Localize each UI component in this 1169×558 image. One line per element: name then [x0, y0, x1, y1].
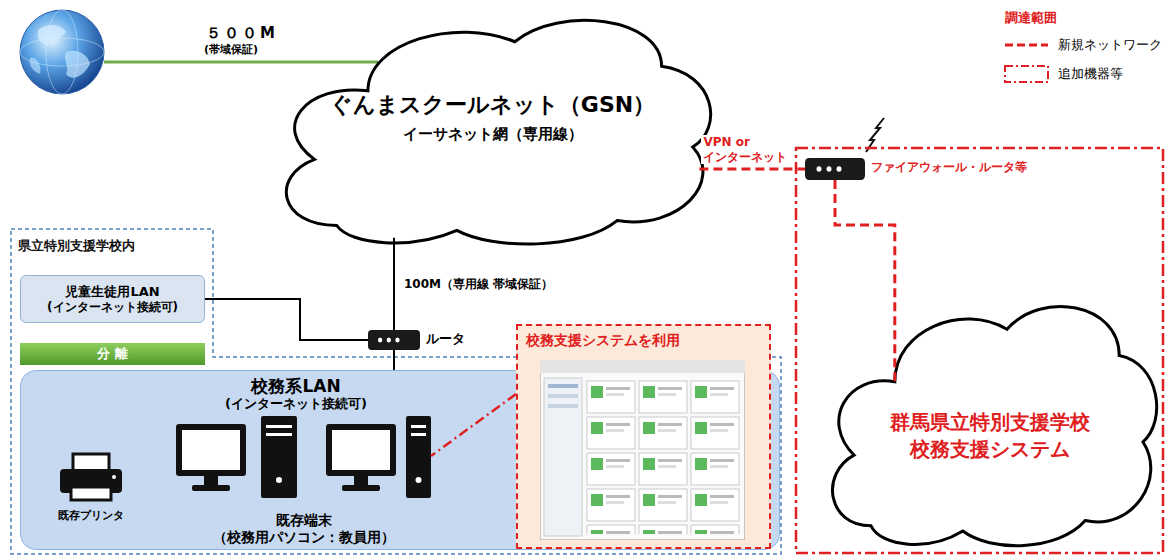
firewall-device: ファイアウォール・ルータ等	[805, 158, 865, 180]
text-holder: 新規ネットワーク	[1058, 37, 1162, 53]
separation-band: 分 離	[20, 343, 205, 365]
connector-line	[835, 180, 895, 384]
system-cloud: 群馬県立特別支援学校 校務支援システム	[820, 290, 1160, 552]
text-holder: 調達範囲	[1005, 10, 1057, 26]
shape-art	[540, 360, 745, 540]
pc-terminals: 既存端末（校務用パソコン：教員用）	[176, 416, 431, 551]
text-holder: 追加機器等	[1058, 66, 1123, 82]
lan-label: (インターネット接続可)	[196, 396, 396, 412]
lan-label: 児童生徒用LAN	[65, 284, 159, 300]
callout-box: 校務支援システムを利用	[516, 324, 771, 549]
note-label: 調達範囲	[1005, 10, 1057, 26]
lan-label: (インターネット接続可)	[47, 300, 178, 314]
edge-label: VPN or インターネット	[701, 135, 793, 164]
legend-line-sample	[1005, 44, 1048, 47]
school-region: 県立特別支援学校内児童生徒用LAN(インターネット接続可)分 離ルータ校務系LA…	[10, 228, 782, 555]
device-caption: 既存端末	[276, 512, 332, 529]
note-label: (帯域保証)	[204, 43, 258, 56]
note-label: ５００M	[206, 24, 278, 42]
legend-bracket-sample	[1005, 66, 1048, 82]
edge-label: 100M（専用線 帯域保証）	[402, 277, 555, 291]
network-subtitle: イーサネット網（専用線）	[403, 125, 583, 143]
legend-text: 追加機器等	[1058, 66, 1123, 82]
shape-art	[176, 416, 431, 504]
connector-line	[431, 394, 516, 456]
shape-art	[368, 330, 420, 350]
connector-line	[205, 299, 368, 340]
network-cloud: ぐんまスクールネット（GSN） イーサネット網（専用線）	[270, 5, 715, 250]
connector-line	[393, 350, 395, 370]
internet-link-line	[104, 61, 378, 64]
network-name: ぐんまスクールネット（GSN）	[330, 92, 655, 118]
device-label: ファイアウォール・ルータ等	[871, 160, 1027, 174]
shape-art	[56, 451, 126, 503]
callout-title: 校務支援システムを利用	[526, 332, 761, 349]
text-holder: 100M（専用線 帯域保証）	[402, 277, 555, 291]
lan-box: 児童生徒用LAN(インターネット接続可)	[20, 275, 205, 323]
region-label: 県立特別支援学校内	[18, 238, 135, 254]
connector-line	[699, 168, 805, 171]
text-holder: (帯域保証)	[204, 43, 258, 56]
procurement-region	[796, 148, 1163, 553]
device-caption: 既存プリンタ	[58, 509, 124, 522]
device-caption: （校務用パソコン：教員用）	[213, 529, 395, 546]
device-label: ルータ	[426, 331, 465, 347]
globe-icon	[20, 10, 104, 94]
text-holder: ルータ	[426, 331, 465, 347]
band-label: 分 離	[97, 346, 128, 362]
legend-text: 新規ネットワーク	[1058, 37, 1162, 53]
router-device: ルータ	[368, 330, 420, 350]
text-holder: VPN or インターネット	[701, 135, 793, 164]
system-name: 群馬県立特別支援学校 校務支援システム	[884, 409, 1096, 463]
connector-line	[393, 238, 395, 330]
lan-panel: 校務系LAN(インターネット接続可) 既存プリンタ 既存端末（校務用パソコン：教員用…	[20, 370, 780, 550]
shape-art	[805, 158, 865, 180]
text-holder: 校務系LAN(インターネット接続可)	[196, 376, 396, 412]
text-holder: ５００M	[206, 24, 278, 42]
printer-icon: 既存プリンタ	[46, 451, 136, 531]
lan-label: 校務系LAN	[196, 376, 396, 396]
text-holder: ファイアウォール・ルータ等	[871, 160, 1027, 174]
